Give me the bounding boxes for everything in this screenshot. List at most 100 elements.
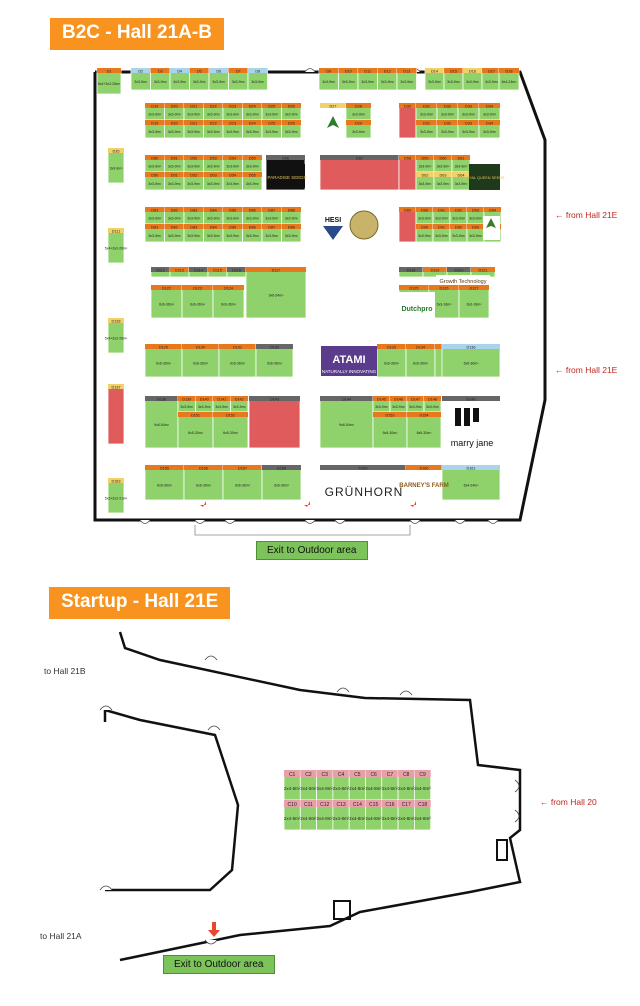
exit-outdoor-startup[interactable]: Exit to Outdoor area [163, 955, 275, 974]
booth[interactable]: D137 [107, 383, 125, 445]
booth[interactable]: D57 [319, 154, 400, 191]
exit-outdoor-b2c[interactable]: Exit to Outdoor area [256, 541, 368, 560]
booth[interactable]: D143 [248, 395, 301, 449]
booth[interactable]: D58 [398, 154, 417, 191]
